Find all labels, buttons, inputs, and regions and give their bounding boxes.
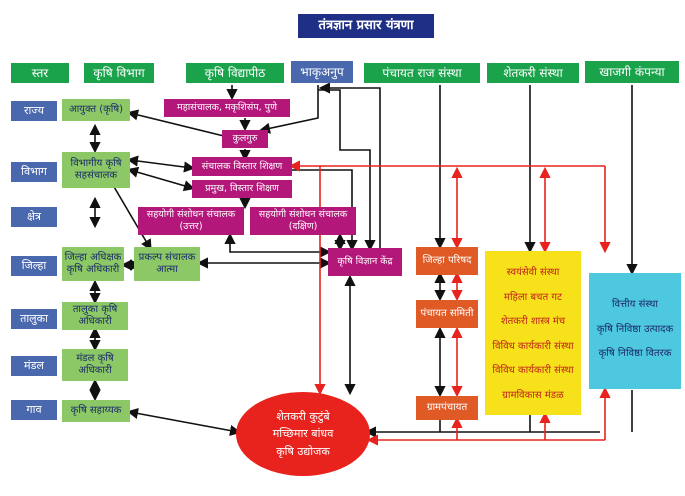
header-farmer-org: शेतकरी संस्था — [487, 63, 579, 83]
header-private: खाजगी कंपन्या — [585, 61, 679, 83]
header-agri-dept: कृषि विभाग — [84, 63, 154, 83]
header-panchayat: पंचायत राज संस्था — [364, 63, 480, 83]
dept-commissioner: आयुक्त (कृषि) — [62, 99, 130, 121]
private-item: कृषि निविष्ठा वितरक — [598, 348, 672, 359]
farmers-entrepreneurs: कृषि उद्योजक — [276, 444, 330, 458]
kvk-box: कृषि विज्ञान केंद्र — [328, 248, 402, 276]
level-state: राज्य — [11, 101, 57, 121]
dept-taluka-officer: तालुका कृषि अधिकारी — [62, 302, 128, 330]
panchayat-gram: ग्रामपंचायत — [416, 396, 478, 420]
private-item: वित्तीय संस्था — [611, 299, 659, 310]
header-icar: भाकृअनुप — [291, 61, 353, 83]
farmers-families: शेतकरी कुटुंबे — [276, 410, 330, 424]
level-zone: क्षेत्र — [11, 207, 57, 227]
level-taluka: तालुका — [11, 309, 57, 329]
farmer-org-item: स्वयंसेवी संस्था — [506, 267, 560, 278]
univ-director-extension: संचालक विस्तार शिक्षण — [192, 157, 292, 176]
dept-district-officer: जिल्हा अधिक्षक कृषि अधिकारी — [62, 247, 124, 281]
univ-director-general: महासंचालक, मकृशिसंप, पुणे — [164, 99, 290, 117]
farmers-ellipse: शेतकरी कुटुंबे मच्छिमार बांधव कृषि उद्यो… — [236, 392, 370, 476]
dept-mandal-officer: मंडल कृषि अधिकारी — [62, 349, 128, 381]
univ-adr-north: सहयोगी संशोधन संचालक (उत्तर) — [138, 207, 244, 235]
level-division: विभाग — [11, 162, 57, 182]
univ-head-extension: प्रमुख, विस्तार शिक्षण — [192, 180, 292, 198]
dept-atma: प्रकल्प संचालक आत्मा — [134, 247, 200, 281]
level-mandal: मंडल — [11, 356, 57, 376]
farmer-org-item: विविध कार्यकारी संस्था — [492, 365, 574, 376]
univ-vice-chancellor: कुलगुरु — [222, 130, 268, 148]
private-item: कृषि निविष्ठा उत्पादक — [596, 323, 674, 335]
diagram-title: तंत्रज्ञान प्रसार यंत्रणा — [298, 14, 434, 38]
univ-adr-south: सहयोगी संशोधन संचालक (दक्षिण) — [250, 207, 356, 235]
farmer-org-item: विविध कार्यकारी संस्था — [492, 340, 574, 352]
farmer-org-list: स्वयंसेवी संस्था महिला बचत गट शेतकरी शास… — [485, 251, 581, 415]
panchayat-zp: जिल्हा परिषद — [416, 247, 478, 275]
dept-joint-director: विभागीय कृषि सहसंचालक — [62, 152, 130, 188]
level-district: जिल्हा — [11, 256, 57, 276]
private-list: वित्तीय संस्था कृषि निविष्ठा उत्पादक कृष… — [589, 273, 681, 389]
level-village: गाव — [11, 400, 57, 420]
dept-agri-assistant: कृषि सहाय्यक — [62, 400, 130, 422]
farmer-org-item: महिला बचत गट — [503, 291, 563, 303]
farmer-org-item: शेतकरी शास्त्र मंच — [500, 316, 566, 327]
header-agri-univ: कृषि विद्यापीठ — [186, 63, 284, 83]
panchayat-samiti: पंचायत समिती — [416, 300, 478, 328]
farmer-org-item: ग्रामविकास मंडळ — [502, 389, 564, 401]
farmers-fishermen: मच्छिमार बांधव — [272, 427, 334, 441]
header-level: स्तर — [11, 63, 69, 83]
